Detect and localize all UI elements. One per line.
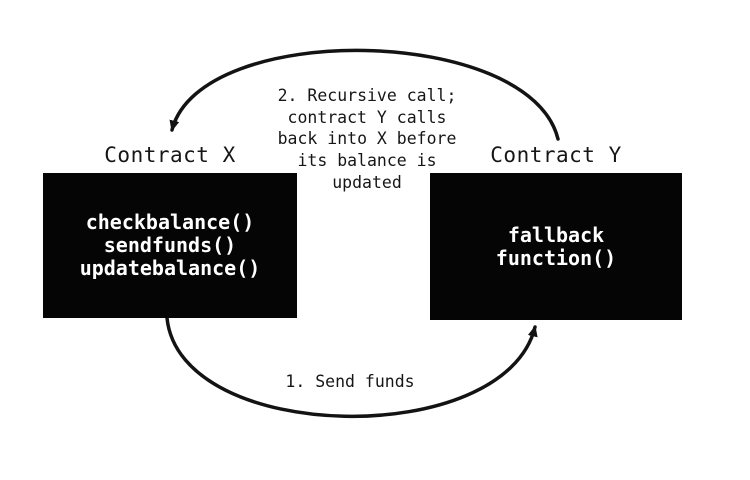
contract-x-functions: checkbalance() sendfunds() updatebalance… xyxy=(79,210,261,280)
contract-y-label: Contract Y xyxy=(490,143,622,167)
contract-y-functions: fallback function() xyxy=(495,222,617,270)
contract-y-box: fallback function() xyxy=(430,173,682,320)
contract-x-box: checkbalance() sendfunds() updatebalance… xyxy=(43,173,297,318)
recursive-call-annotation: 2. Recursive call; contract Y calls back… xyxy=(277,86,457,192)
send-funds-annotation: 1. Send funds xyxy=(285,372,415,391)
recursive-call-arrow xyxy=(169,48,560,141)
contract-x-label: Contract X xyxy=(104,143,236,167)
send-funds-arrow xyxy=(165,316,538,419)
